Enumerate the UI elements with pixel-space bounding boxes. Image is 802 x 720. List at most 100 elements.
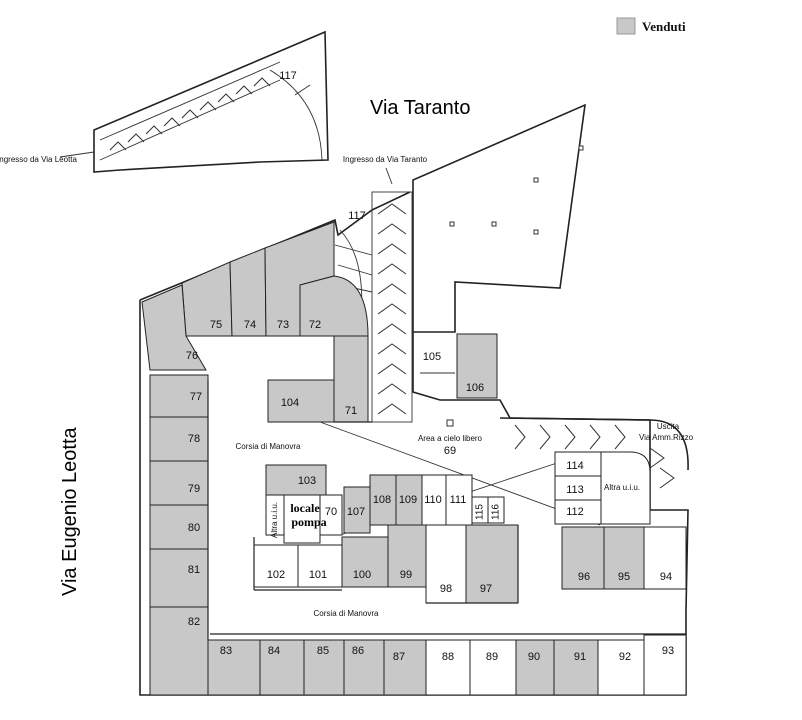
legend-label: Venduti <box>642 19 686 34</box>
unit-103[interactable] <box>265 464 327 496</box>
unit-97-label: 97 <box>480 583 492 595</box>
unit-70-label: 70 <box>325 506 337 518</box>
unit-93-label: 93 <box>662 645 674 657</box>
unit-84[interactable] <box>259 639 305 696</box>
unit-84-label: 84 <box>268 645 280 657</box>
units-right-block <box>554 451 651 525</box>
locale-pompa-label-2: pompa <box>291 515 326 529</box>
unit-87[interactable] <box>383 639 427 696</box>
unit-97[interactable] <box>465 524 519 604</box>
unit-93[interactable] <box>643 634 687 696</box>
unit-74-label: 74 <box>244 319 256 331</box>
unit-114-label: 114 <box>566 460 584 472</box>
unit-85-label: 85 <box>317 645 329 657</box>
pillars <box>446 145 584 427</box>
unit-80-label: 80 <box>188 522 200 534</box>
unit-110[interactable] <box>421 474 447 526</box>
label-corsia-top: Corsia di Manovra <box>236 442 301 451</box>
unit-87-label: 87 <box>393 651 405 663</box>
unit-90-label: 90 <box>528 651 540 663</box>
unit-92[interactable] <box>597 639 645 696</box>
unit-79[interactable] <box>149 460 209 506</box>
unit-109[interactable] <box>395 474 423 526</box>
unit-88[interactable] <box>425 639 471 696</box>
unit-91[interactable] <box>553 639 599 696</box>
units-central-block <box>265 464 505 544</box>
unit-71[interactable] <box>333 335 369 423</box>
label-uscita-line1: Uscita <box>657 422 680 431</box>
label-area-cielo: Area a cielo libero <box>418 434 483 443</box>
unit-98[interactable] <box>425 524 467 604</box>
unit-99-label: 99 <box>400 569 412 581</box>
unit-90[interactable] <box>515 639 555 696</box>
unit-106-label: 106 <box>466 382 484 394</box>
unit-99[interactable] <box>387 524 427 588</box>
unit-91-label: 91 <box>574 651 586 663</box>
unit-110-label: 110 <box>424 494 442 506</box>
unit-83[interactable] <box>207 639 261 696</box>
altra-uiu-small-label: Altra u.i.u. <box>270 502 279 538</box>
unit-83-label: 83 <box>220 645 232 657</box>
unit-101[interactable] <box>297 544 343 588</box>
unit-86-label: 86 <box>352 645 364 657</box>
unit-104[interactable] <box>267 379 335 423</box>
unit-77-label: 77 <box>190 391 202 403</box>
label-ingresso-taranto: Ingresso da Via Taranto <box>343 155 428 164</box>
unit-82[interactable] <box>149 606 209 696</box>
unit-78[interactable] <box>149 416 209 462</box>
unit-112-label: 112 <box>566 506 584 518</box>
unit-117a-label: 117 <box>279 70 297 82</box>
unit-94[interactable] <box>643 526 687 590</box>
label-area-cielo-num: 69 <box>444 445 456 457</box>
unit-107-label: 107 <box>347 506 365 518</box>
unit-78-label: 78 <box>188 433 200 445</box>
altra-uiu-right[interactable] <box>600 451 651 525</box>
unit-76-label: 76 <box>186 350 198 362</box>
unit-114[interactable] <box>554 451 602 477</box>
unit-80[interactable] <box>149 504 209 550</box>
unit-82-label: 82 <box>188 616 200 628</box>
unit-95-label: 95 <box>618 571 630 583</box>
label-ingresso-leotta: Ingresso da Via Leotta <box>0 155 78 164</box>
label-uscita-line2: Via Amm.Rizzo <box>639 433 694 442</box>
street-via-eugenio-leotta: Via Eugenio Leotta <box>59 426 81 596</box>
units-bottom-row <box>207 634 687 696</box>
locale-pompa[interactable] <box>283 494 321 544</box>
ramp-exit-rizzo <box>514 424 675 489</box>
unit-70[interactable] <box>319 494 343 536</box>
unit-98-label: 98 <box>440 583 452 595</box>
units-left-column <box>149 374 209 696</box>
unit-106[interactable] <box>456 333 498 399</box>
units-top-row <box>141 221 369 423</box>
street-via-taranto: Via Taranto <box>370 97 470 119</box>
unit-103-label: 103 <box>298 475 316 487</box>
unit-111-label: 111 <box>450 494 467 506</box>
unit-71-label: 71 <box>345 405 357 417</box>
unit-92-label: 92 <box>619 651 631 663</box>
unit-115-label: 115 <box>475 504 486 520</box>
unit-88-label: 88 <box>442 651 454 663</box>
unit-96-label: 96 <box>578 571 590 583</box>
units-lower-middle-row <box>253 524 687 604</box>
unit-89[interactable] <box>469 639 517 696</box>
unit-116[interactable] <box>487 496 505 524</box>
unit-85[interactable] <box>303 639 345 696</box>
unit-105-label: 105 <box>423 351 441 363</box>
unit-95[interactable] <box>603 526 645 590</box>
building-outline <box>139 103 689 696</box>
unit-76[interactable] <box>141 284 207 371</box>
legend: Venduti <box>616 17 686 35</box>
unit-117b-label: 117 <box>348 210 366 222</box>
unit-102-label: 102 <box>267 569 285 581</box>
unit-72-label: 72 <box>309 319 321 331</box>
unit-73-label: 73 <box>277 319 289 331</box>
unit-81[interactable] <box>149 548 209 608</box>
label-corsia-bottom: Corsia di Manovra <box>314 609 379 618</box>
unit-75-label: 75 <box>210 319 222 331</box>
ramp-leotta <box>59 30 329 173</box>
unit-75[interactable] <box>181 261 233 337</box>
legend-swatch <box>616 17 636 35</box>
unit-109-label: 109 <box>399 494 417 506</box>
locale-pompa-label-1: locale <box>290 501 320 515</box>
